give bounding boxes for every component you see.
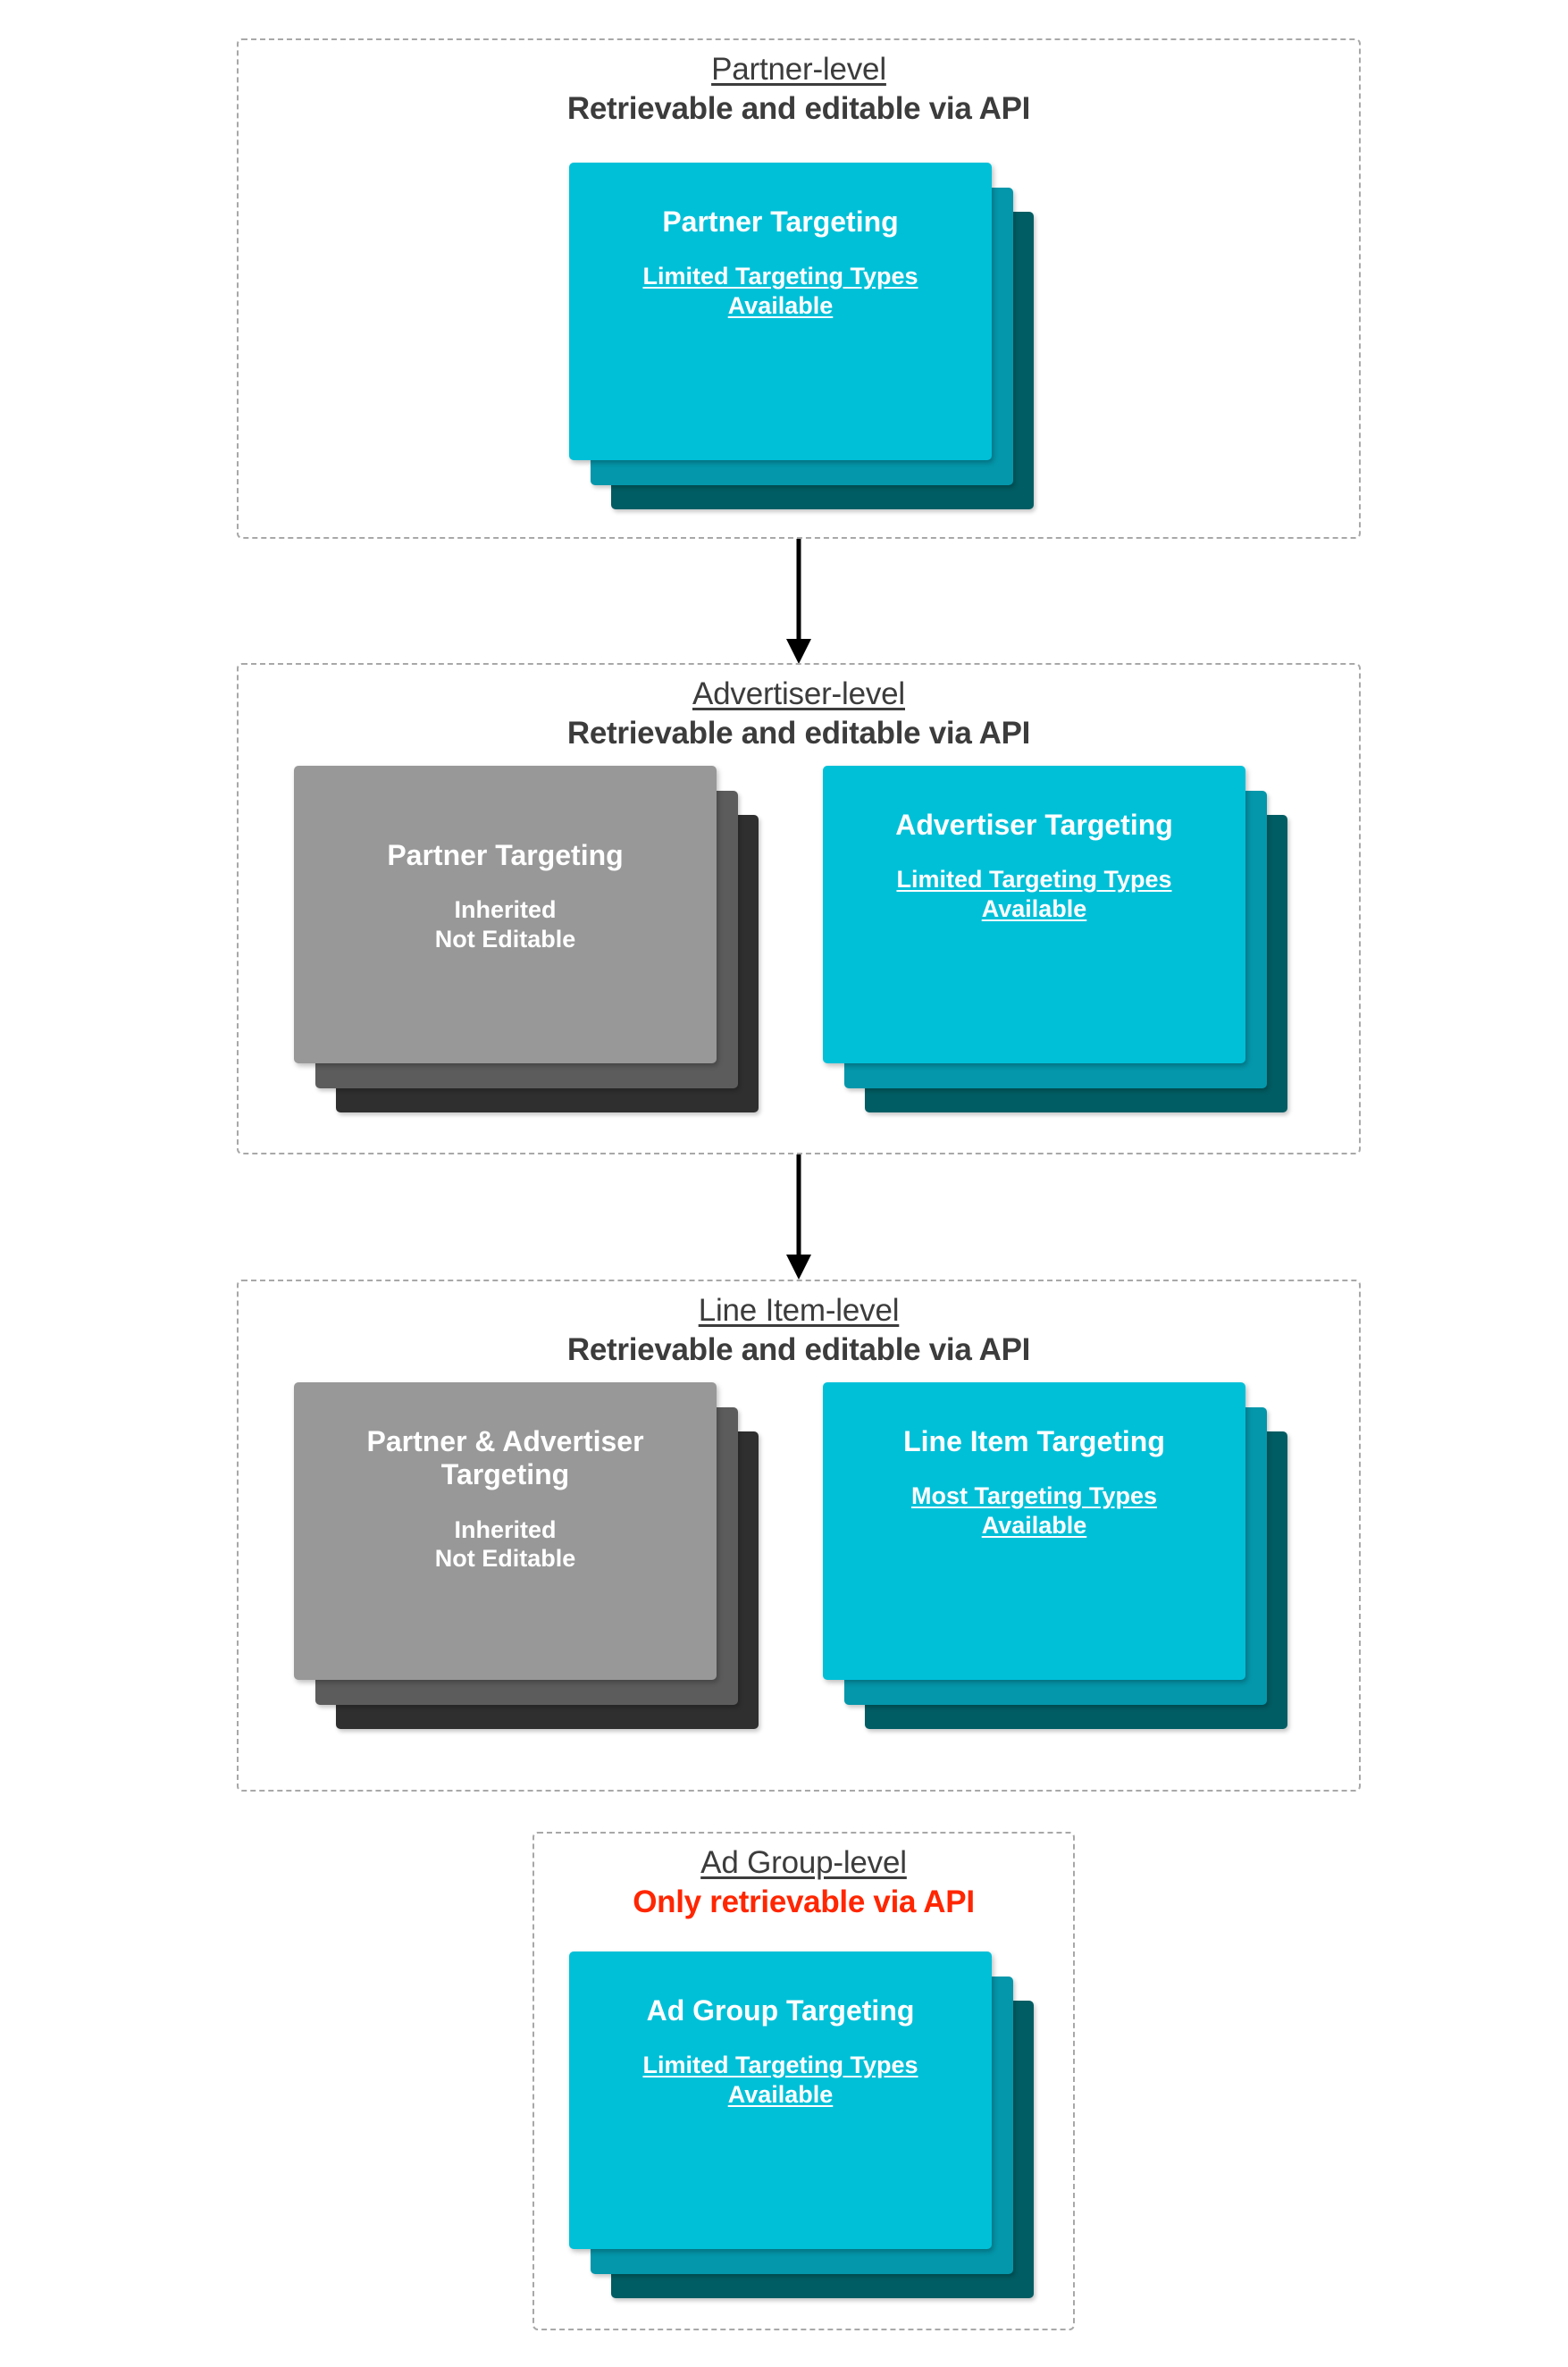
level-subheading-ad-group: Only retrievable via API (633, 1884, 975, 1919)
level-subheading-line-item: Retrievable and editable via API (566, 1331, 1031, 1367)
card-subtitle-line-1: Limited Targeting Types (642, 2052, 918, 2079)
card-title: Line Item Targeting (903, 1425, 1165, 1457)
card-inherited-partner-targeting[interactable]: Partner Targeting Inherited Not Editable (294, 766, 717, 1063)
level-subheading-advertiser: Retrievable and editable via API (566, 715, 1031, 751)
level-heading-partner: Partner-level (711, 52, 886, 87)
card-subtitle-line-2: Available (727, 291, 834, 319)
level-title-line-item: Line Item-level Retrievable and editable… (239, 1293, 1359, 1368)
level-heading-ad-group: Ad Group-level (700, 1845, 907, 1880)
level-box-partner: Partner-level Retrievable and editable v… (237, 38, 1361, 539)
arrow-head-icon (786, 1255, 811, 1280)
card-title: Partner Targeting (662, 206, 899, 238)
card-stack-inherited-partner-targeting: Partner Targeting Inherited Not Editable (294, 766, 759, 1114)
level-heading-advertiser: Advertiser-level (692, 676, 905, 711)
card-partner-targeting[interactable]: Partner Targeting Limited Targeting Type… (569, 163, 992, 460)
level-title-partner: Partner-level Retrievable and editable v… (239, 52, 1359, 127)
card-subtitle-line-2: Not Editable (434, 925, 576, 953)
card-subtitle-line-2: Available (981, 894, 1087, 922)
card-title: Advertiser Targeting (895, 809, 1173, 841)
connector-advertiser-to-line-item (776, 1154, 822, 1280)
level-box-ad-group: Ad Group-level Only retrievable via API … (532, 1832, 1075, 2330)
card-stack-line-item-targeting: Line Item Targeting Most Targeting Types… (823, 1382, 1287, 1731)
card-advertiser-targeting[interactable]: Advertiser Targeting Limited Targeting T… (823, 766, 1245, 1063)
level-title-ad-group: Ad Group-level Only retrievable via API (534, 1845, 1073, 1920)
level-subheading-partner: Retrievable and editable via API (566, 90, 1031, 126)
arrow-shaft (796, 539, 801, 639)
level-box-line-item: Line Item-level Retrievable and editable… (237, 1280, 1361, 1792)
card-stack-inherited-partner-advertiser-targeting: Partner & Advertiser Targeting Inherited… (294, 1382, 759, 1731)
card-stack-ad-group-targeting: Ad Group Targeting Limited Targeting Typ… (569, 1952, 1034, 2300)
card-line-item-targeting[interactable]: Line Item Targeting Most Targeting Types… (823, 1382, 1245, 1680)
card-subtitle-line-1: Inherited (454, 896, 557, 924)
card-title: Partner & Advertiser Targeting (366, 1425, 644, 1491)
card-subtitle-line-1: Inherited (454, 1515, 557, 1543)
card-subtitle-line-1: Limited Targeting Types (896, 866, 1172, 894)
card-stack-advertiser-targeting: Advertiser Targeting Limited Targeting T… (823, 766, 1287, 1114)
level-heading-line-item: Line Item-level (698, 1293, 900, 1328)
card-title: Partner Targeting (387, 839, 624, 871)
card-ad-group-targeting[interactable]: Ad Group Targeting Limited Targeting Typ… (569, 1952, 992, 2249)
card-subtitle-line-1: Limited Targeting Types (642, 263, 918, 290)
level-box-advertiser: Advertiser-level Retrievable and editabl… (237, 663, 1361, 1154)
card-stack-partner-targeting: Partner Targeting Limited Targeting Type… (569, 163, 1034, 509)
card-subtitle-line-2: Available (981, 1511, 1087, 1539)
card-subtitle-line-2: Available (727, 2080, 834, 2108)
arrow-shaft (796, 1154, 801, 1255)
card-subtitle-line-2: Not Editable (434, 1545, 576, 1573)
connector-partner-to-advertiser (776, 539, 822, 664)
card-inherited-partner-advertiser-targeting[interactable]: Partner & Advertiser Targeting Inherited… (294, 1382, 717, 1680)
card-subtitle-line-1: Most Targeting Types (910, 1482, 1158, 1510)
level-title-advertiser: Advertiser-level Retrievable and editabl… (239, 676, 1359, 751)
card-title: Ad Group Targeting (646, 1994, 915, 2027)
arrow-head-icon (786, 639, 811, 664)
